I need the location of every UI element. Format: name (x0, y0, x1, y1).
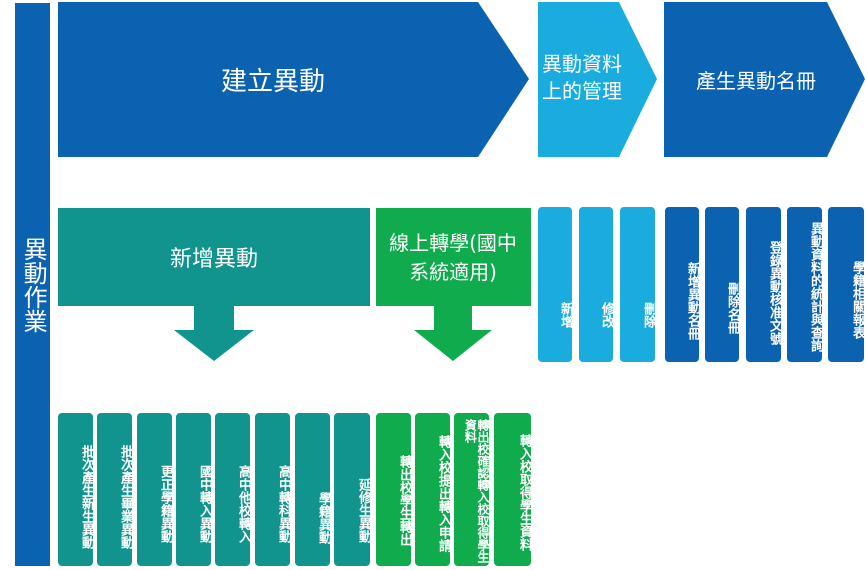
roster-chevron (664, 2, 865, 157)
teal-item-batch-new: 批次產生新生異動 (58, 413, 94, 566)
roster-item-add-roster: 新增異動名冊 (665, 207, 700, 362)
green-item-transfer-out: 轉出校學生轉出 (376, 413, 412, 566)
manage-chevron (538, 2, 657, 157)
side-bar-label: 異動作業 (19, 236, 48, 333)
teal-item-extended-study: 延修生異動 (334, 413, 371, 566)
teal-item-senior-dept-transfer: 高中轉科異動 (255, 413, 291, 566)
teal-item-junior-transfer-in: 國中轉入異動 (176, 413, 212, 566)
manage-item-delete: 刪除 (620, 207, 656, 362)
manage-item-edit: 修改 (579, 207, 614, 362)
roster-item-delete-roster: 刪除名冊 (705, 207, 740, 362)
teal-item-record-change: 學籍異動 (295, 413, 331, 566)
online-down-arrow (376, 208, 531, 361)
teal-item-batch-graduate: 批次產生畢業異動 (97, 413, 133, 566)
green-item-confirm-transfer: 轉出校確認轉入校取得學生資料 (454, 413, 490, 566)
create-chevron (58, 2, 529, 157)
green-item-transfer-in-request: 轉入校提出轉入申請 (415, 413, 451, 566)
teal-item-correct-record: 更正學籍異動 (137, 413, 173, 566)
create-label: 建立異動 (220, 67, 325, 97)
manage-item-add: 新增 (538, 207, 573, 362)
add-down-arrow (58, 208, 370, 361)
roster-label: 產生異動名冊 (696, 69, 816, 93)
add-label: 新增異動 (169, 247, 258, 272)
side-bar: 異動作業 (15, 3, 50, 566)
online-label: 線上轉學(國中系統適用) (389, 231, 517, 284)
roster-item-approval-number: 登錄異動核准文號 (746, 207, 782, 362)
teal-item-senior-other-school: 高中他校轉入 (215, 413, 251, 566)
roster-item-reports: 學籍相關報表 (828, 207, 865, 362)
manage-label: 異動資料上的管理 (542, 52, 622, 103)
roster-item-statistics: 異動資料的統計與查詢 (787, 207, 823, 362)
green-item-get-student-data: 轉入校取得學生資料 (494, 413, 532, 566)
